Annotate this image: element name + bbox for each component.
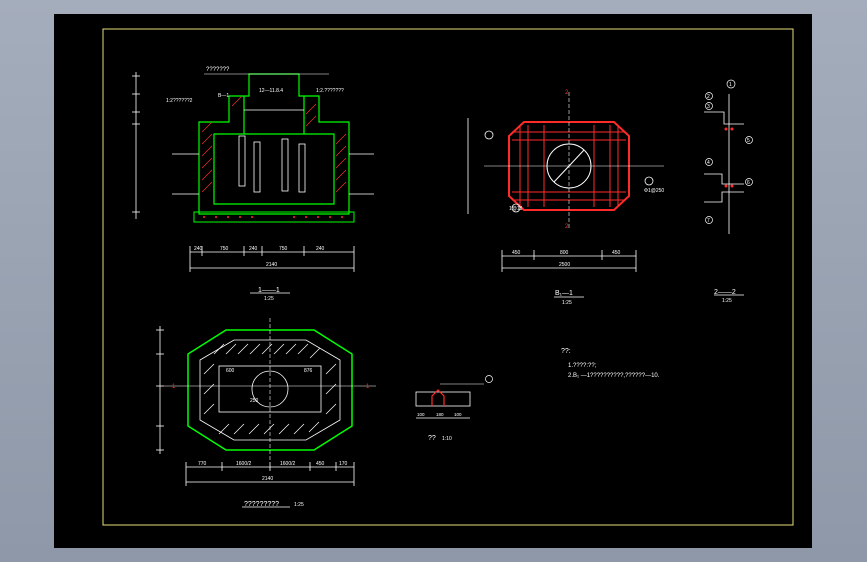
section-tag-bottom: 2 <box>565 224 569 230</box>
plan-dim-4: 450 <box>316 461 325 467</box>
pipes <box>172 153 374 195</box>
callout-left-label: 1:2??????2 <box>166 98 193 104</box>
plan-vertical-ticks <box>156 329 164 451</box>
section-2-2-callouts <box>705 79 753 224</box>
rebar-dim-2: 800 <box>560 250 569 256</box>
rebar-dim-1: 450 <box>512 250 521 256</box>
plan-view-scale: 1:25 <box>294 502 304 508</box>
detail-title: ?? <box>428 435 436 442</box>
cad-drawing: ??????? 1:2??????2 1:2.??????? B—1 12—11… <box>102 28 794 526</box>
plan-rebar-title: B₁—1 <box>555 290 573 297</box>
callout-2-2-5: 5 <box>747 138 750 144</box>
dim-4: 750 <box>279 246 288 252</box>
detail-scale: 1:10 <box>442 436 452 442</box>
detail-callout <box>485 375 493 383</box>
plan-dim-total: 2140 <box>262 476 273 482</box>
drawing-frame <box>102 28 794 526</box>
dim-3: 240 <box>249 246 258 252</box>
interior-bars <box>238 109 306 193</box>
plan-rebar-view: 2 2 1@18 Φ1@250 450 800 450 2500 B₁—1 1:… <box>467 90 664 306</box>
section-2-2-view: 1 2 3 4 5 6 7 2——2 1:25 <box>704 79 753 304</box>
small-label-b: 12—11.8.4 <box>259 88 283 94</box>
notes-block: ??: 1.????:??; 2.B₁ —1??????????,??????—… <box>561 348 660 379</box>
detail-slab <box>415 391 471 407</box>
detail-view: 100 180 100 ?? 1:10 <box>415 375 493 442</box>
section-2-2-title: 2——2 <box>714 289 736 296</box>
dim-total: 2140 <box>266 262 277 268</box>
plan-section-tag-left: 1 <box>172 384 176 390</box>
base-rebar-dots <box>203 216 343 218</box>
section-1-1-view: ??????? 1:2??????2 1:2.??????? B—1 12—11… <box>132 67 374 302</box>
concrete-outline <box>198 73 350 215</box>
plan-section-tag-right: 1 <box>366 384 370 390</box>
rebar-dim-total: 2500 <box>559 262 570 268</box>
plan-opening <box>251 370 289 408</box>
dim-2: 750 <box>220 246 229 252</box>
bottom-dimension-ticks <box>189 246 355 272</box>
plan-rebar-scale: 1:25 <box>562 300 572 306</box>
detail-dim-3: 100 <box>454 412 462 417</box>
rebar-note-2: Φ1@250 <box>644 188 664 194</box>
plan-view: 1 1 250 600 876 770 1600/2 1600/2 450 17… <box>156 318 376 508</box>
top-note-label: ??????? <box>206 67 230 73</box>
dim-1: 240 <box>194 246 203 252</box>
detail-dim-2: 180 <box>436 412 444 417</box>
callout-right-label: 1:2.??????? <box>316 88 344 94</box>
plan-dim-5: 170 <box>339 461 348 467</box>
callout-2-2-4: 4 <box>707 160 710 166</box>
detail-dim-1: 100 <box>417 412 425 417</box>
callout-2-2-2: 2 <box>707 94 710 100</box>
rebar-note-1: 1@18 <box>509 206 523 212</box>
plan-cx-label: 600 <box>226 368 235 374</box>
dim-5: 240 <box>316 246 325 252</box>
note-item-1: 1.????:??; <box>568 363 597 369</box>
callout-2-2-3: 3 <box>707 104 710 110</box>
plan-dim-ticks <box>185 462 355 486</box>
dimension-ticks <box>132 75 140 213</box>
small-label-a: B—1 <box>218 93 229 99</box>
callout-2-2-1: 1 <box>729 82 732 88</box>
rebar-dim-ticks <box>501 250 637 272</box>
drawing-sheet: ??????? 1:2??????2 1:2.??????? B—1 12—11… <box>54 14 812 548</box>
plan-outer-outline <box>187 329 353 451</box>
plan-cy-label: 876 <box>304 368 313 374</box>
section-2-2-shape <box>704 111 744 203</box>
plan-dim-3: 1600/2 <box>280 461 296 467</box>
section-1-1-scale: 1:25 <box>264 296 274 302</box>
plan-ring-label: 250 <box>250 398 259 404</box>
plan-view-title: ????????? <box>244 501 279 508</box>
notes-heading: ??: <box>561 348 571 355</box>
note-item-2: 2.B₁ —1??????????,??????—10. <box>568 373 660 379</box>
section-tag-top: 2 <box>565 90 569 96</box>
rebar-outline <box>508 121 630 211</box>
callout-2-2-6: 6 <box>747 180 750 186</box>
rebar-callouts <box>484 130 654 213</box>
plan-dim-2: 1600/2 <box>236 461 252 467</box>
rebar-dim-3: 450 <box>612 250 621 256</box>
section-1-1-title: 1——1 <box>258 287 280 294</box>
section-2-2-rebar <box>724 127 734 188</box>
base-slab <box>193 211 355 223</box>
plan-dim-1: 770 <box>198 461 207 467</box>
callout-2-2-7: 7 <box>707 218 710 224</box>
plan-hatch <box>203 343 337 435</box>
plan-inner-outline <box>199 339 341 441</box>
detail-rebar <box>431 389 445 406</box>
wall-hatch <box>201 95 347 193</box>
section-2-2-scale: 1:25 <box>722 298 732 304</box>
